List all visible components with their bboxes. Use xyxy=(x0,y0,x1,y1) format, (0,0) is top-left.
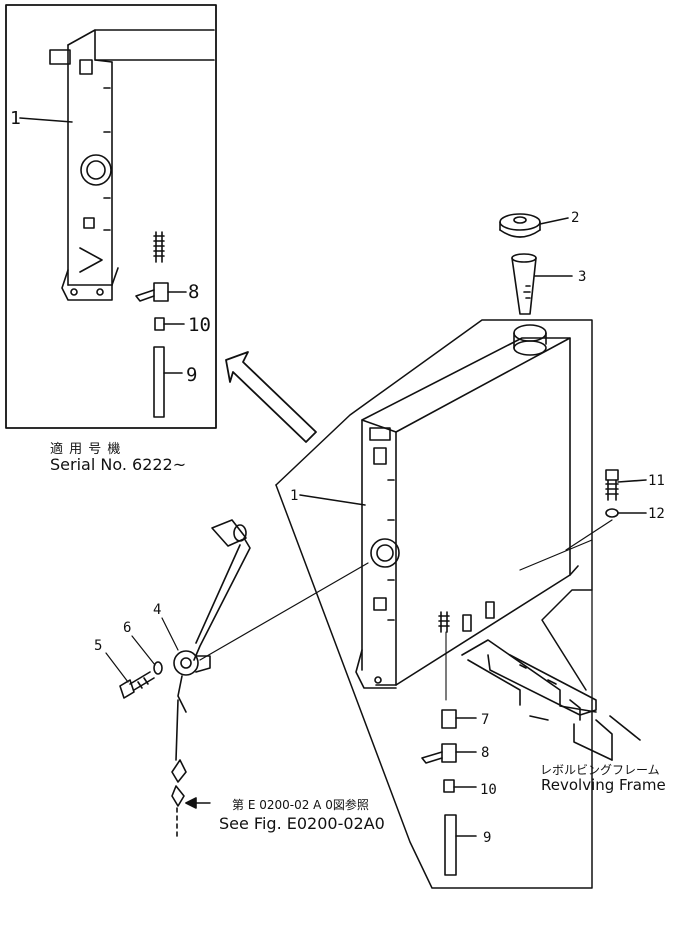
inset-tube-9 xyxy=(153,346,183,418)
callout-3: 3 xyxy=(578,269,586,285)
level-gauge-4 xyxy=(171,519,369,841)
callout-1: 1 xyxy=(290,488,298,504)
hydraulic-tank xyxy=(355,324,579,689)
callout-4: 4 xyxy=(153,602,161,618)
callout-7: 7 xyxy=(481,712,489,728)
callout-5: 5 xyxy=(94,638,102,654)
revolving-frame xyxy=(461,589,641,761)
filler-cap-2 xyxy=(499,213,569,238)
callout-6: 6 xyxy=(123,620,131,636)
callout-2: 2 xyxy=(571,210,579,226)
callout-8: 8 xyxy=(481,745,489,761)
inset-caption-serial: Serial No. 6222~ xyxy=(50,455,187,474)
callout-12: 12 xyxy=(648,506,665,522)
inset-tank xyxy=(49,29,215,301)
inset-elbow-8 xyxy=(135,282,187,302)
callout-11: 11 xyxy=(648,473,665,489)
inset-callout-9: 9 xyxy=(186,364,197,386)
inset-leader-1 xyxy=(19,117,73,123)
frame-label-jp: レボルビングフレーム xyxy=(540,763,660,777)
washer-6 xyxy=(153,661,163,675)
bottom-fittings xyxy=(421,631,477,876)
callout-10: 10 xyxy=(480,782,497,798)
see-fig-en: See Fig. E0200-02A0 xyxy=(219,814,385,833)
frame-label-en: Revolving Frame xyxy=(541,776,666,794)
bolt-11 xyxy=(605,469,647,501)
strainer-3 xyxy=(511,253,573,315)
inset-panel xyxy=(5,4,217,429)
inset-caption-jp: 適 用 号 機 xyxy=(50,442,122,457)
inset-callout-1: 1 xyxy=(10,108,21,129)
inset-nipple-10 xyxy=(154,317,185,331)
inset-callout-10: 10 xyxy=(188,314,211,336)
main-leader-1 xyxy=(299,494,366,506)
assembly-outline xyxy=(275,319,593,889)
arrow-to-inset xyxy=(225,351,317,443)
callout-labels: 1 8 10 9 1 2 3 4 5 6 7 8 10 9 11 12 xyxy=(10,108,665,846)
inset-sensor-bolt xyxy=(153,231,165,263)
see-fig-arrow xyxy=(185,797,211,809)
inset-callout-8: 8 xyxy=(188,281,199,303)
callout-9: 9 xyxy=(483,830,491,846)
bolt-5 xyxy=(119,671,155,699)
see-fig-jp: 第 E 0200-02 A 0図参照 xyxy=(232,798,369,812)
washer-12 xyxy=(605,508,647,518)
